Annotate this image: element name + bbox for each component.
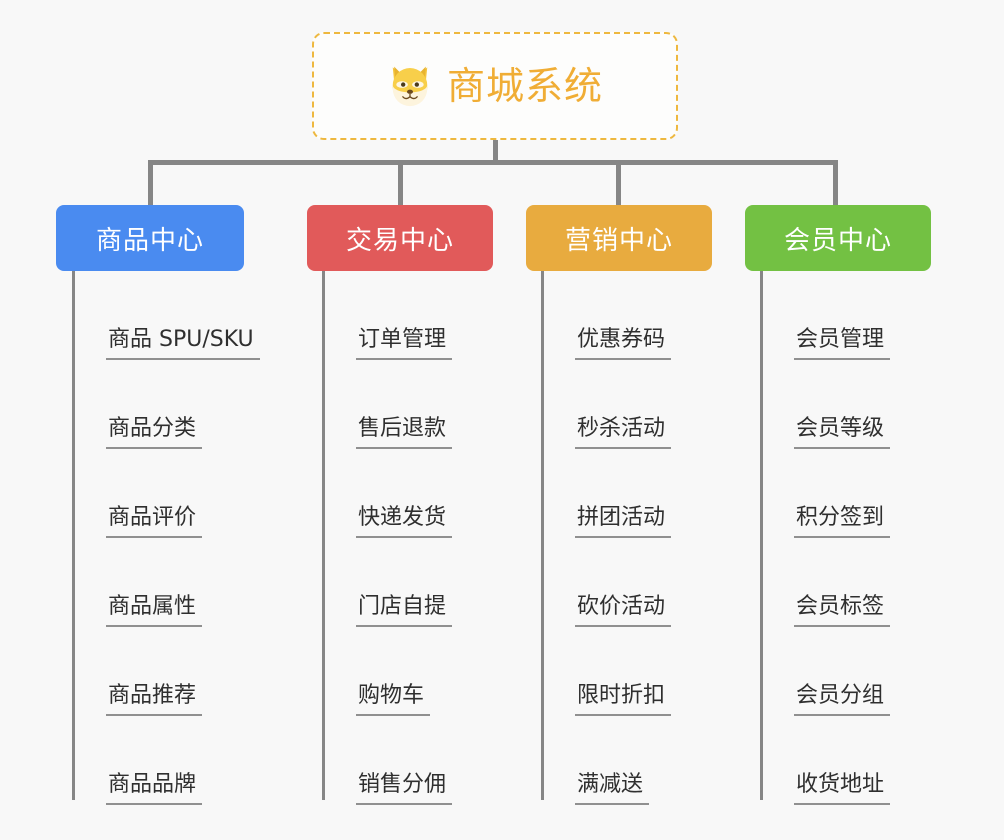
leaf-item[interactable]: 销售分佣 [322, 716, 453, 805]
leaf-label: 拼团活动 [575, 505, 672, 538]
leaf-label: 购物车 [356, 683, 431, 716]
leaf-item[interactable]: 收货地址 [760, 716, 891, 805]
category-box-2[interactable]: 交易中心 [307, 205, 493, 271]
leaf-label: 商品评价 [106, 505, 203, 538]
category-label-1: 商品中心 [95, 225, 204, 256]
leaf-item[interactable]: 售后退款 [322, 360, 453, 449]
connector-drop-2 [398, 160, 403, 206]
leaf-label: 商品属性 [106, 594, 203, 627]
leaf-label: 销售分佣 [356, 772, 453, 805]
leaf-item[interactable]: 会员管理 [760, 271, 891, 360]
leaf-item[interactable]: 商品推荐 [72, 627, 260, 716]
leaf-column-4: 会员管理 会员等级 积分签到 会员标签 会员分组 收货地址 [760, 271, 891, 805]
leaf-label: 限时折扣 [575, 683, 672, 716]
leaf-spine-1 [72, 271, 75, 800]
leaf-item[interactable]: 商品分类 [72, 360, 260, 449]
leaf-item[interactable]: 订单管理 [322, 271, 453, 360]
leaf-spine-4 [760, 271, 763, 800]
leaf-item[interactable]: 快递发货 [322, 449, 453, 538]
root-title: 商城系统 [446, 64, 603, 108]
leaf-item[interactable]: 购物车 [322, 627, 452, 716]
leaf-item[interactable]: 限时折扣 [541, 627, 672, 716]
leaf-label: 积分签到 [794, 505, 891, 538]
category-box-1[interactable]: 商品中心 [56, 205, 244, 271]
category-label-4: 会员中心 [783, 225, 892, 256]
leaf-item[interactable]: 秒杀活动 [541, 360, 672, 449]
leaf-label: 优惠券码 [575, 327, 672, 360]
leaf-label: 砍价活动 [575, 594, 672, 627]
leaf-item[interactable]: 优惠券码 [541, 271, 672, 360]
leaf-item[interactable]: 商品 SPU/SKU [72, 271, 260, 360]
leaf-spine-3 [541, 271, 544, 800]
leaf-spine-2 [322, 271, 325, 800]
leaf-item[interactable]: 商品品牌 [72, 716, 260, 805]
shiba-dog-face-icon [392, 66, 428, 107]
leaf-label: 商品推荐 [106, 683, 203, 716]
leaf-item[interactable]: 积分签到 [760, 449, 891, 538]
leaf-item[interactable]: 商品评价 [72, 449, 260, 538]
category-box-4[interactable]: 会员中心 [745, 205, 931, 271]
leaf-label: 会员管理 [794, 327, 891, 360]
leaf-label: 门店自提 [356, 594, 453, 627]
leaf-label: 会员分组 [794, 683, 891, 716]
leaf-item[interactable]: 商品属性 [72, 538, 260, 627]
connector-horizontal-bus [148, 160, 838, 165]
leaf-column-3: 优惠券码 秒杀活动 拼团活动 砍价活动 限时折扣 满减送 [541, 271, 672, 805]
leaf-item[interactable]: 会员分组 [760, 627, 891, 716]
category-box-3[interactable]: 营销中心 [526, 205, 712, 271]
leaf-column-2: 订单管理 售后退款 快递发货 门店自提 购物车 销售分佣 [322, 271, 453, 805]
leaf-label: 售后退款 [356, 416, 453, 449]
leaf-item[interactable]: 会员标签 [760, 538, 891, 627]
leaf-label: 快递发货 [356, 505, 453, 538]
leaf-label: 商品分类 [106, 416, 203, 449]
leaf-label: 商品品牌 [106, 772, 203, 805]
leaf-item[interactable]: 砍价活动 [541, 538, 672, 627]
leaf-label: 会员标签 [794, 594, 891, 627]
leaf-item[interactable]: 满减送 [541, 716, 671, 805]
connector-drop-4 [833, 160, 838, 206]
category-label-2: 交易中心 [345, 225, 454, 256]
leaf-item[interactable]: 拼团活动 [541, 449, 672, 538]
leaf-label: 收货地址 [794, 772, 891, 805]
connector-root-stem [493, 140, 498, 164]
leaf-column-1: 商品 SPU/SKU 商品分类 商品评价 商品属性 商品推荐 商品品牌 [72, 271, 260, 805]
leaf-label: 满减送 [575, 772, 650, 805]
leaf-item[interactable]: 会员等级 [760, 360, 891, 449]
connector-drop-1 [148, 160, 153, 206]
root-node[interactable]: 商城系统 [312, 32, 678, 140]
leaf-label: 会员等级 [794, 416, 891, 449]
category-label-3: 营销中心 [564, 225, 673, 256]
leaf-label: 商品 SPU/SKU [106, 327, 260, 360]
leaf-label: 订单管理 [356, 327, 453, 360]
leaf-item[interactable]: 门店自提 [322, 538, 453, 627]
leaf-label: 秒杀活动 [575, 416, 672, 449]
connector-drop-3 [616, 160, 621, 206]
